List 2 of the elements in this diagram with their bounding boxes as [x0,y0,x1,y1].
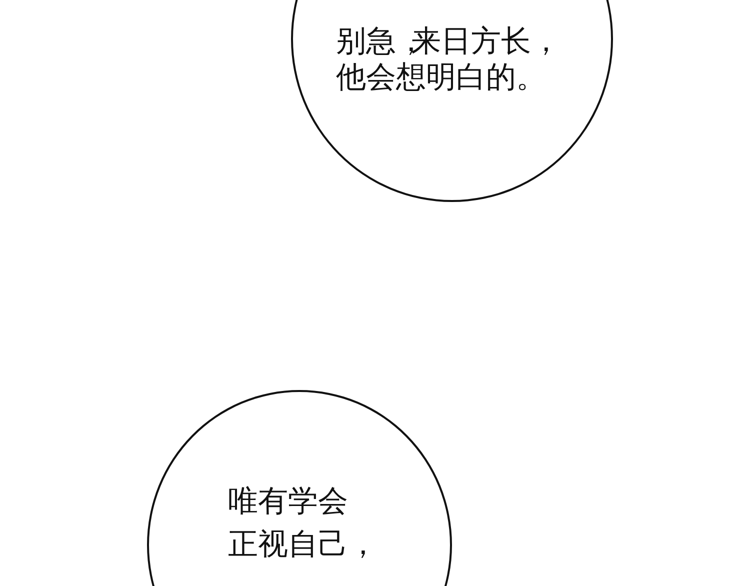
speech-text: 唯有学会正视自己， [228,483,366,564]
speech-text: 别急，来日方长，他会想明白的。 [336,24,562,96]
